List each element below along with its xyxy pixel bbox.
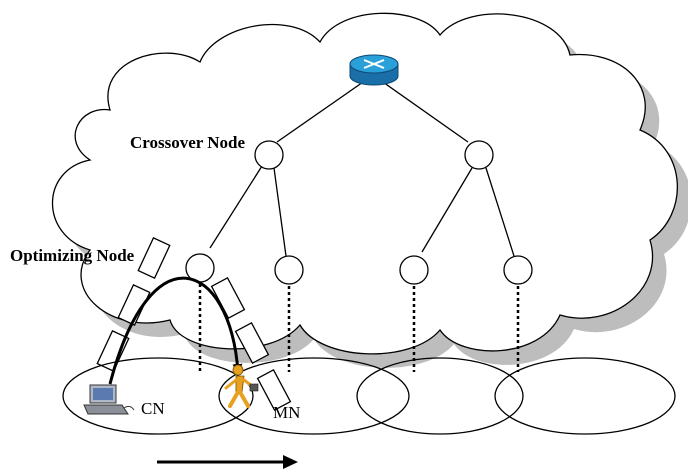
cell-2 bbox=[218, 357, 410, 435]
access-router-2 bbox=[274, 255, 304, 285]
intermediate-node-right bbox=[464, 140, 494, 170]
access-router-4 bbox=[503, 255, 533, 285]
laptop-icon bbox=[83, 384, 135, 415]
route-arrow bbox=[108, 276, 243, 385]
crossover-node-label: Crossover Node bbox=[130, 133, 246, 152]
cell-1 bbox=[62, 357, 254, 435]
dotted-links bbox=[198, 284, 520, 372]
tunnel-segments-left bbox=[96, 237, 171, 372]
access-cells bbox=[62, 357, 676, 435]
router-icon bbox=[349, 54, 399, 86]
walking-person-icon bbox=[224, 364, 259, 408]
tunnel-segments-right bbox=[210, 277, 292, 411]
cell-4 bbox=[494, 357, 676, 435]
mn-label: MN bbox=[273, 403, 300, 422]
access-router-3 bbox=[399, 255, 429, 285]
movement-arrow bbox=[157, 455, 298, 469]
optimizing-node-label: Optimizing Node bbox=[10, 246, 135, 265]
cn-label: CN bbox=[141, 399, 165, 418]
cell-3 bbox=[356, 357, 524, 435]
tree-links bbox=[209, 79, 515, 257]
crossover-node bbox=[254, 140, 284, 170]
